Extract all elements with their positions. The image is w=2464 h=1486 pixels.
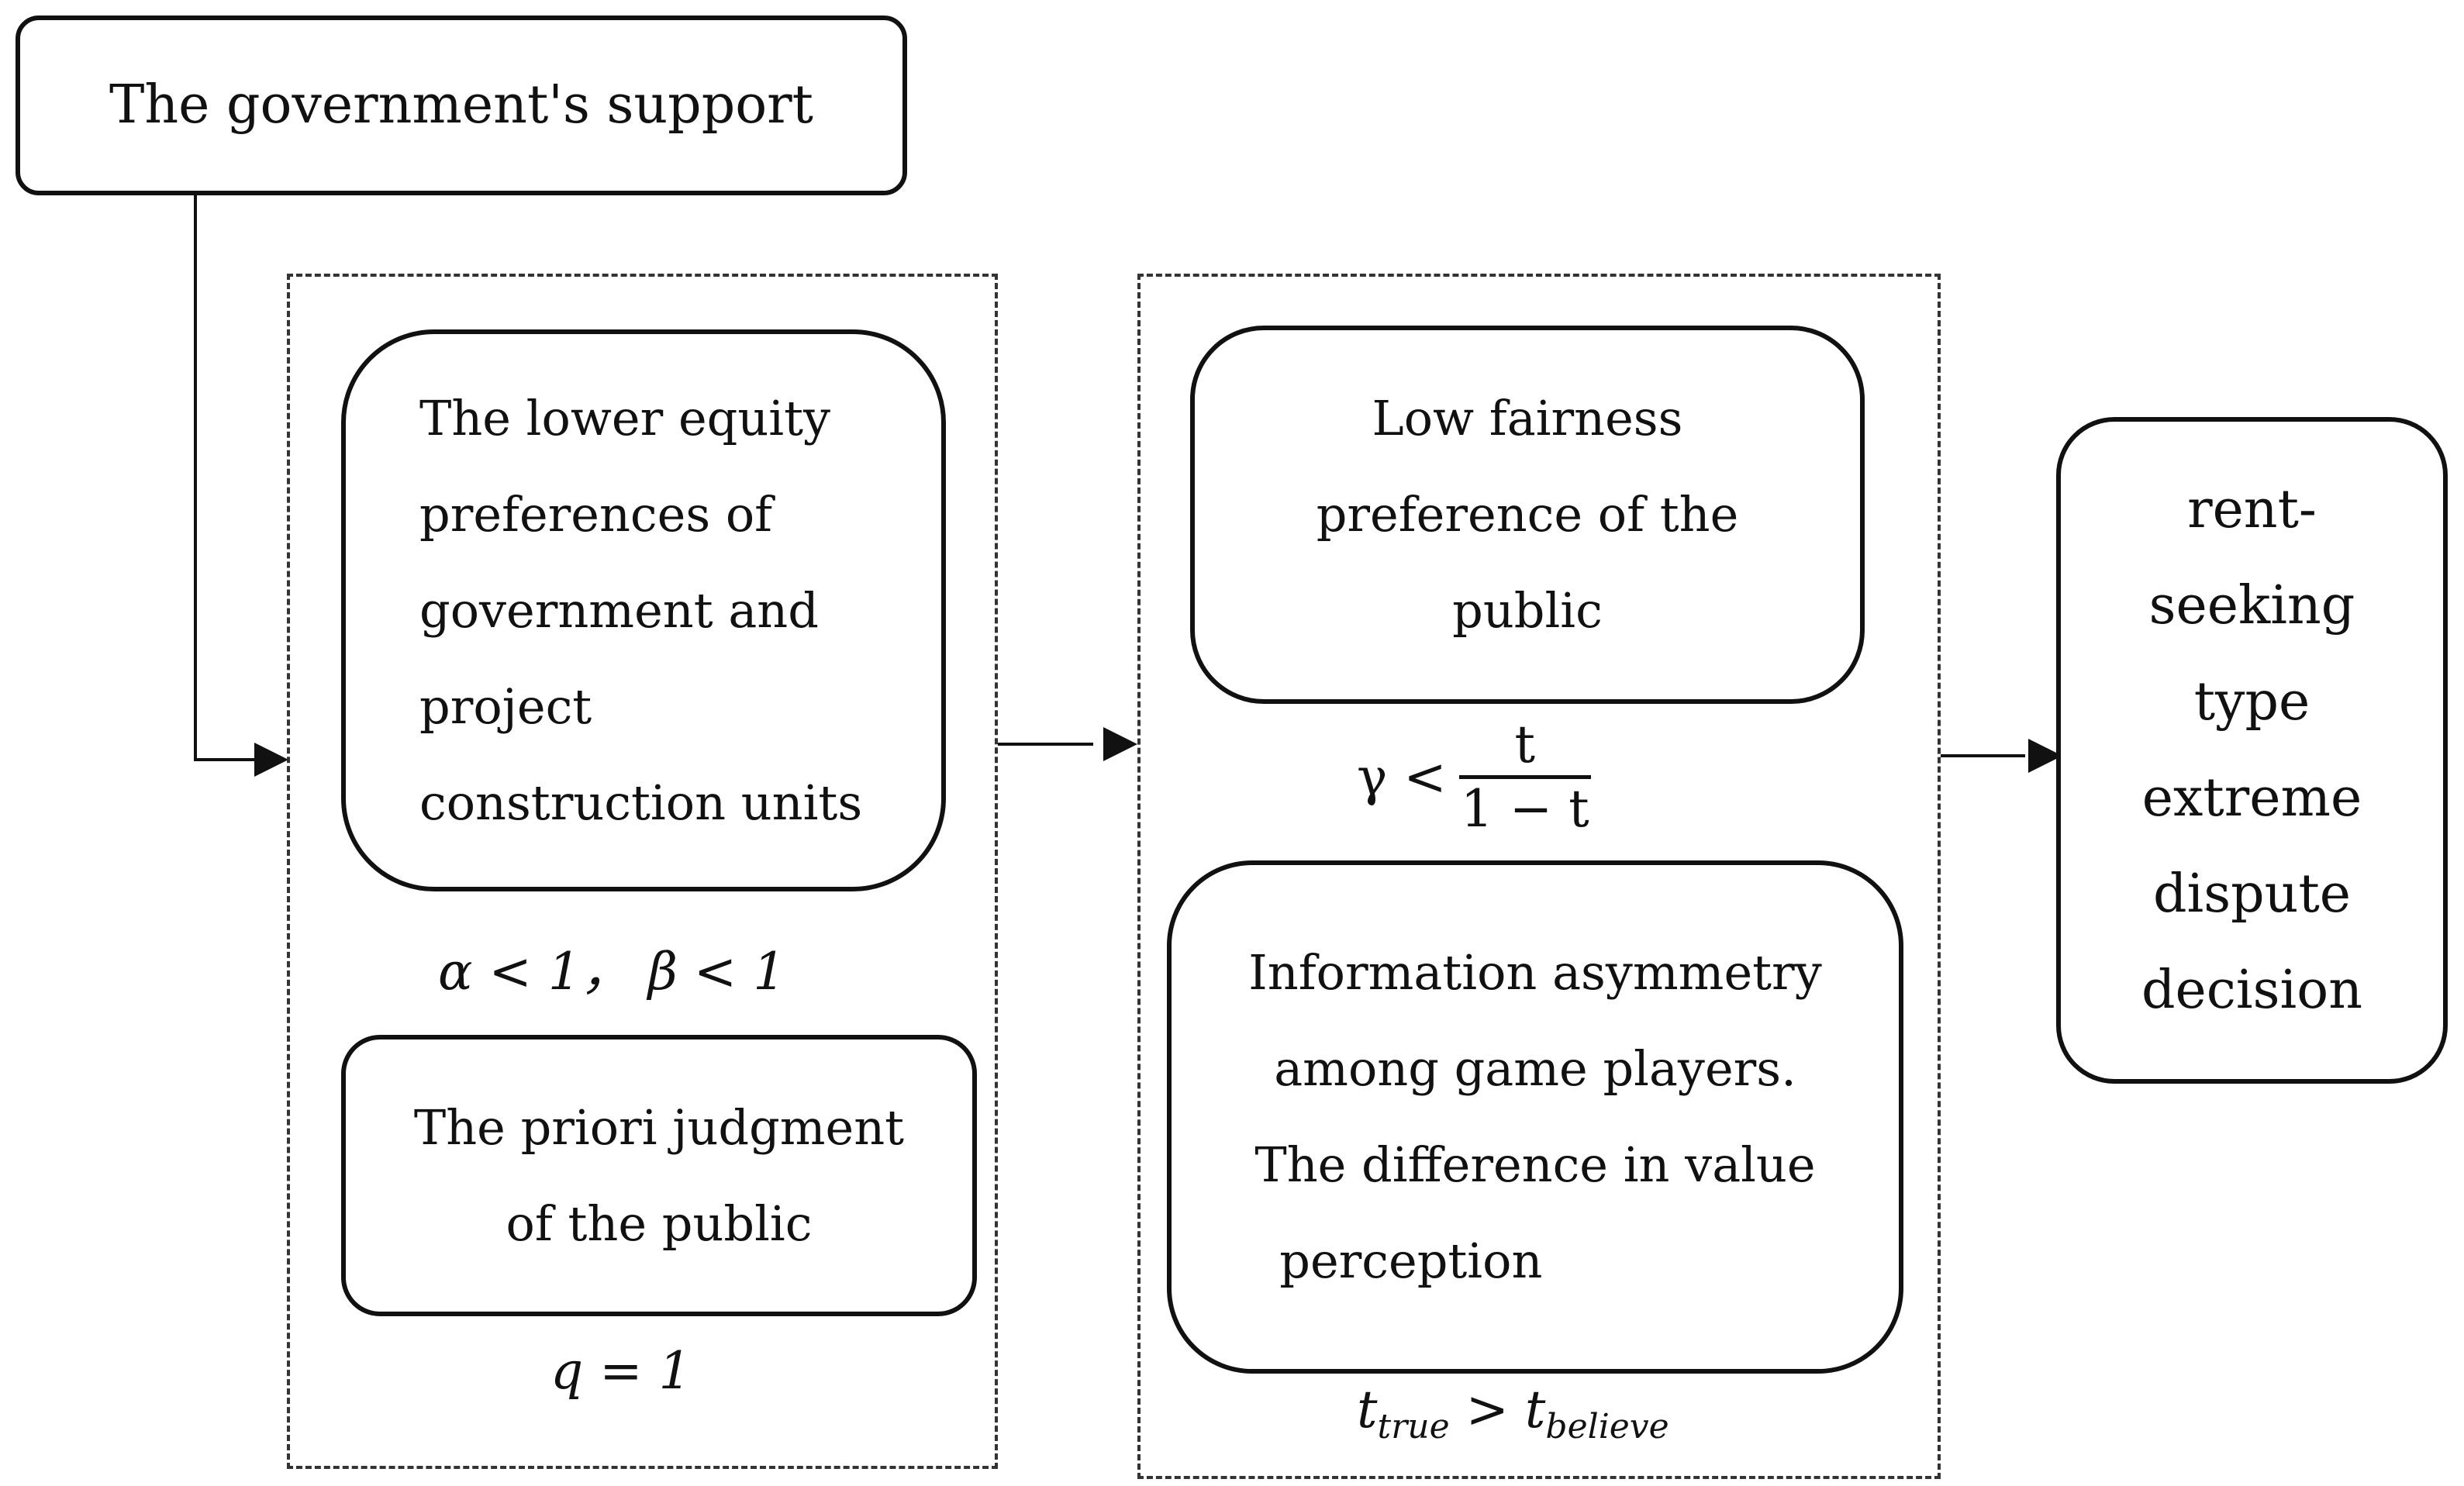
gamma-denominator: 1 − t <box>1460 779 1589 839</box>
information-asymmetry-label: Information asymmetry among game players… <box>1248 944 1822 1289</box>
fraction-bar <box>1458 775 1591 779</box>
arrowhead-support <box>254 743 288 777</box>
gamma-numerator: t <box>1514 715 1535 774</box>
gamma-condition: γ < t 1 − t <box>1357 709 1591 845</box>
left-dashed-group <box>287 274 998 1469</box>
government-support-node: The government's support <box>16 16 907 195</box>
equity-preference-label: The lower equity preferences of governme… <box>419 389 863 831</box>
priori-judgment-node: The priori judgment of the public <box>341 1035 977 1316</box>
t-condition: ttrue > tbelieve <box>1357 1380 1669 1446</box>
arrowhead-middle <box>1103 727 1137 761</box>
middle-dashed-group <box>1137 274 1941 1479</box>
fairness-preference-node: Low fairness preference of the public <box>1190 326 1865 704</box>
information-asymmetry-node: Information asymmetry among game players… <box>1167 860 1903 1374</box>
gamma-lhs: γ < <box>1357 747 1447 807</box>
support-connector <box>194 195 256 761</box>
decision-label: rent- seeking type extreme dispute decis… <box>2141 479 2362 1021</box>
arrowhead-decision <box>2028 739 2062 773</box>
gamma-fraction: t 1 − t <box>1458 715 1591 840</box>
equity-preference-node: The lower equity preferences of governme… <box>341 329 946 891</box>
q-condition: q = 1 <box>550 1341 692 1401</box>
alpha-beta-condition: α < 1， β < 1 <box>438 942 786 1002</box>
priori-judgment-label: The priori judgment of the public <box>413 1098 905 1252</box>
fairness-preference-label: Low fairness preference of the public <box>1316 390 1739 639</box>
government-support-label: The government's support <box>109 74 813 136</box>
decision-node: rent- seeking type extreme dispute decis… <box>2056 417 2448 1084</box>
